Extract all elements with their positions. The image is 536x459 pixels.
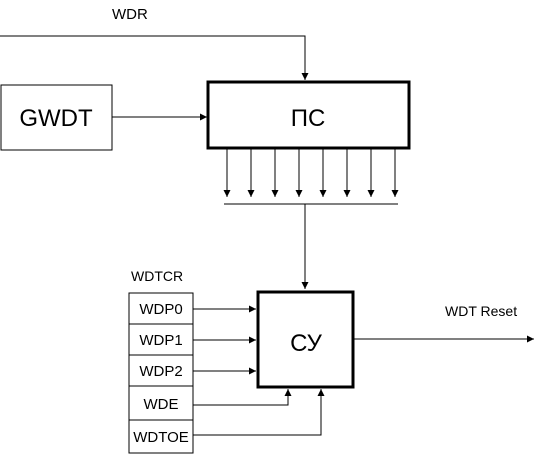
wdtcr-label: WDTCR — [131, 268, 183, 284]
gwdt-box — [0, 84, 113, 151]
wdp2-bit: WDP2 — [139, 363, 182, 380]
control-unit-box — [256, 290, 355, 389]
wdt-reset-label: WDT Reset — [445, 303, 517, 319]
prescaler-label: ПС — [291, 105, 326, 132]
wdr-label: WDR — [112, 6, 148, 23]
register-cell — [128, 323, 194, 356]
wdp1-bit: WDP1 — [139, 332, 182, 349]
prescaler-outputs — [223, 148, 399, 205]
control-unit-label: СУ — [290, 330, 323, 357]
register-cell — [128, 385, 194, 421]
wdtoe-bit: WDTOE — [133, 429, 189, 446]
prescaler-box — [206, 80, 411, 150]
register-cell — [128, 354, 194, 387]
wdp0-bit: WDP0 — [139, 301, 182, 318]
wdtcr-register: WDP0 WDP1 WDP2 WDE WDTOE — [128, 292, 194, 454]
wdtoe-arrow — [193, 389, 325, 436]
gwdt-label: GWDT — [19, 105, 93, 132]
wdr-line — [0, 35, 309, 80]
wde-arrow — [193, 389, 292, 406]
wde-bit: WDE — [144, 396, 179, 413]
register-cell — [128, 419, 194, 454]
